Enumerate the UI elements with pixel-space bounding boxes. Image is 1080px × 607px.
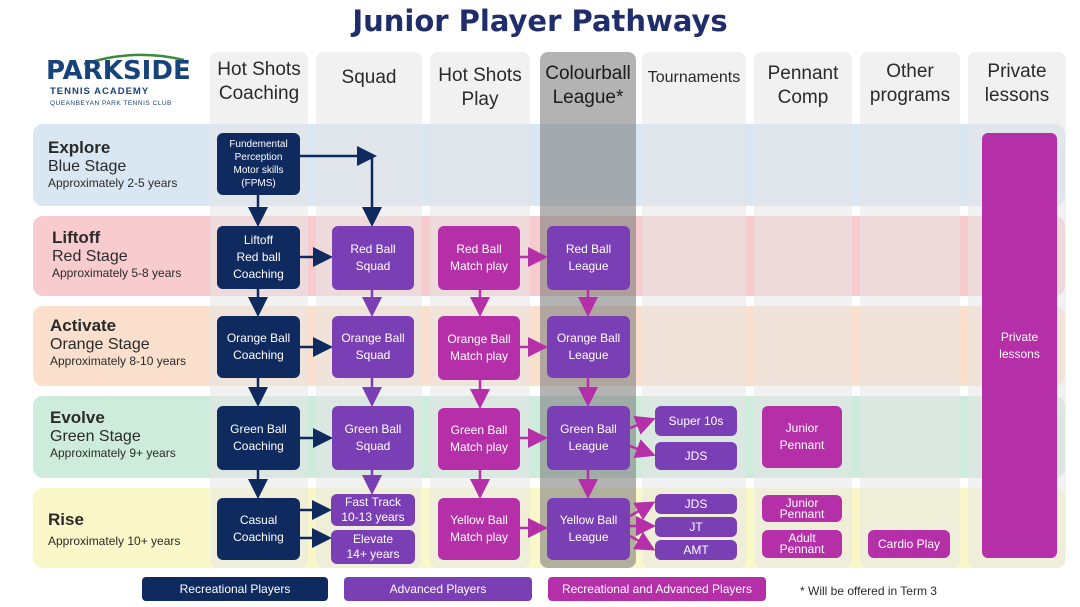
stage-rise: Rise Approximately 10+ years xyxy=(48,510,208,548)
red-ball-squad-box: Red Ball Squad xyxy=(332,226,414,290)
jt-box: JT xyxy=(655,517,737,537)
fpms-box: Fundemental Perception Motor skills (FPM… xyxy=(217,133,300,195)
jds-yellow-box: JDS xyxy=(655,494,737,514)
logo-subtitle: TENNIS ACADEMY xyxy=(50,86,150,97)
legend-recreational: Recreational Players xyxy=(142,577,328,601)
legend-advanced: Advanced Players xyxy=(344,577,532,601)
red-ball-match-play-box: Red Ball Match play xyxy=(438,226,520,290)
orange-ball-squad-box: Orange Ball Squad xyxy=(332,316,414,378)
stage-name: Liftoff xyxy=(52,228,101,247)
stage-evolve: Evolve Green Stage Approximately 9+ year… xyxy=(50,408,210,460)
yellow-ball-match-play-box: Yellow Ball Match play xyxy=(438,498,520,560)
jds-green-box: JDS xyxy=(655,442,737,470)
green-ball-coaching-box: Green Ball Coaching xyxy=(217,406,300,470)
orange-ball-coaching-box: Orange Ball Coaching xyxy=(217,316,300,378)
legend-note: * Will be offered in Term 3 xyxy=(800,584,937,598)
header-private-lessons: Private lessons xyxy=(984,61,1050,106)
logo-swoosh-icon xyxy=(83,53,185,66)
orange-ball-league-box: Orange Ball League xyxy=(547,316,630,378)
red-ball-league-box: Red Ball League xyxy=(547,226,630,290)
stage-age: Approximately 9+ years xyxy=(50,446,176,460)
stage-age: Approximately 8-10 years xyxy=(50,354,187,368)
header-colourball-league: Colourball League* xyxy=(545,63,631,108)
parkside-logo: PARKSIDE TENNIS ACADEMY QUEANBEYAN PARK … xyxy=(44,50,204,112)
private-lessons-box: Private lessons xyxy=(982,133,1057,558)
header-hot-shots-coaching: Hot Shots Coaching xyxy=(217,59,301,104)
stage-activate: Activate Orange Stage Approximately 8-10… xyxy=(50,316,210,368)
stage-color: Orange Stage xyxy=(50,336,150,353)
stage-explore: Explore Blue Stage Approximately 2-5 yea… xyxy=(48,138,208,190)
legend-both: Recreational and Advanced Players xyxy=(548,577,766,601)
page-title: Junior Player Pathways xyxy=(352,4,728,38)
stage-name: Evolve xyxy=(50,408,105,427)
logo-club: QUEANBEYAN PARK TENNIS CLUB xyxy=(50,100,172,107)
stage-age: Approximately 2-5 years xyxy=(48,176,178,190)
stage-color: Blue Stage xyxy=(48,158,127,175)
adult-pennant-box: Adult Pennant xyxy=(762,530,842,558)
super-10s-box: Super 10s xyxy=(655,406,737,436)
stage-name: Rise xyxy=(48,510,84,529)
column-pennant-comp xyxy=(754,52,852,568)
green-ball-match-play-box: Green Ball Match play xyxy=(438,408,520,470)
elevate-box: Elevate 14+ years xyxy=(331,530,415,564)
liftoff-coaching-box: Liftoff Red ball Coaching xyxy=(217,226,300,289)
yellow-ball-league-box: Yellow Ball League xyxy=(547,498,630,560)
stage-name: Explore xyxy=(48,138,111,157)
stage-age: Approximately 5-8 years xyxy=(52,266,182,280)
green-ball-squad-box: Green Ball Squad xyxy=(332,406,414,470)
cardio-play-box: Cardio Play xyxy=(868,530,950,558)
amt-box: AMT xyxy=(655,540,737,560)
header-hot-shots-play: Hot Shots Play xyxy=(438,65,522,110)
header-tournaments: Tournaments xyxy=(647,69,741,86)
orange-ball-match-play-box: Orange Ball Match play xyxy=(438,316,520,380)
stage-name: Activate xyxy=(50,316,117,335)
logo-name: PARKSIDE xyxy=(46,56,191,86)
column-other-programs xyxy=(860,52,960,568)
stage-color: Green Stage xyxy=(50,428,141,445)
header-other-programs: Other programs xyxy=(869,61,951,106)
junior-pennant-green-box: Junior Pennant xyxy=(762,406,842,468)
junior-pennant-yellow-box: Junior Pennant xyxy=(762,495,842,522)
stage-liftoff: Liftoff Red Stage Approximately 5-8 year… xyxy=(52,228,212,280)
stage-age: Approximately 10+ years xyxy=(48,534,181,548)
header-pennant-comp: Pennant Comp xyxy=(767,63,839,108)
casual-coaching-box: Casual Coaching xyxy=(217,498,300,560)
green-ball-league-box: Green Ball League xyxy=(547,406,630,470)
fast-track-box: Fast Track 10-13 years xyxy=(331,494,415,526)
stage-color: Red Stage xyxy=(52,248,128,265)
header-squad: Squad xyxy=(341,67,397,88)
column-tournaments xyxy=(642,52,746,568)
